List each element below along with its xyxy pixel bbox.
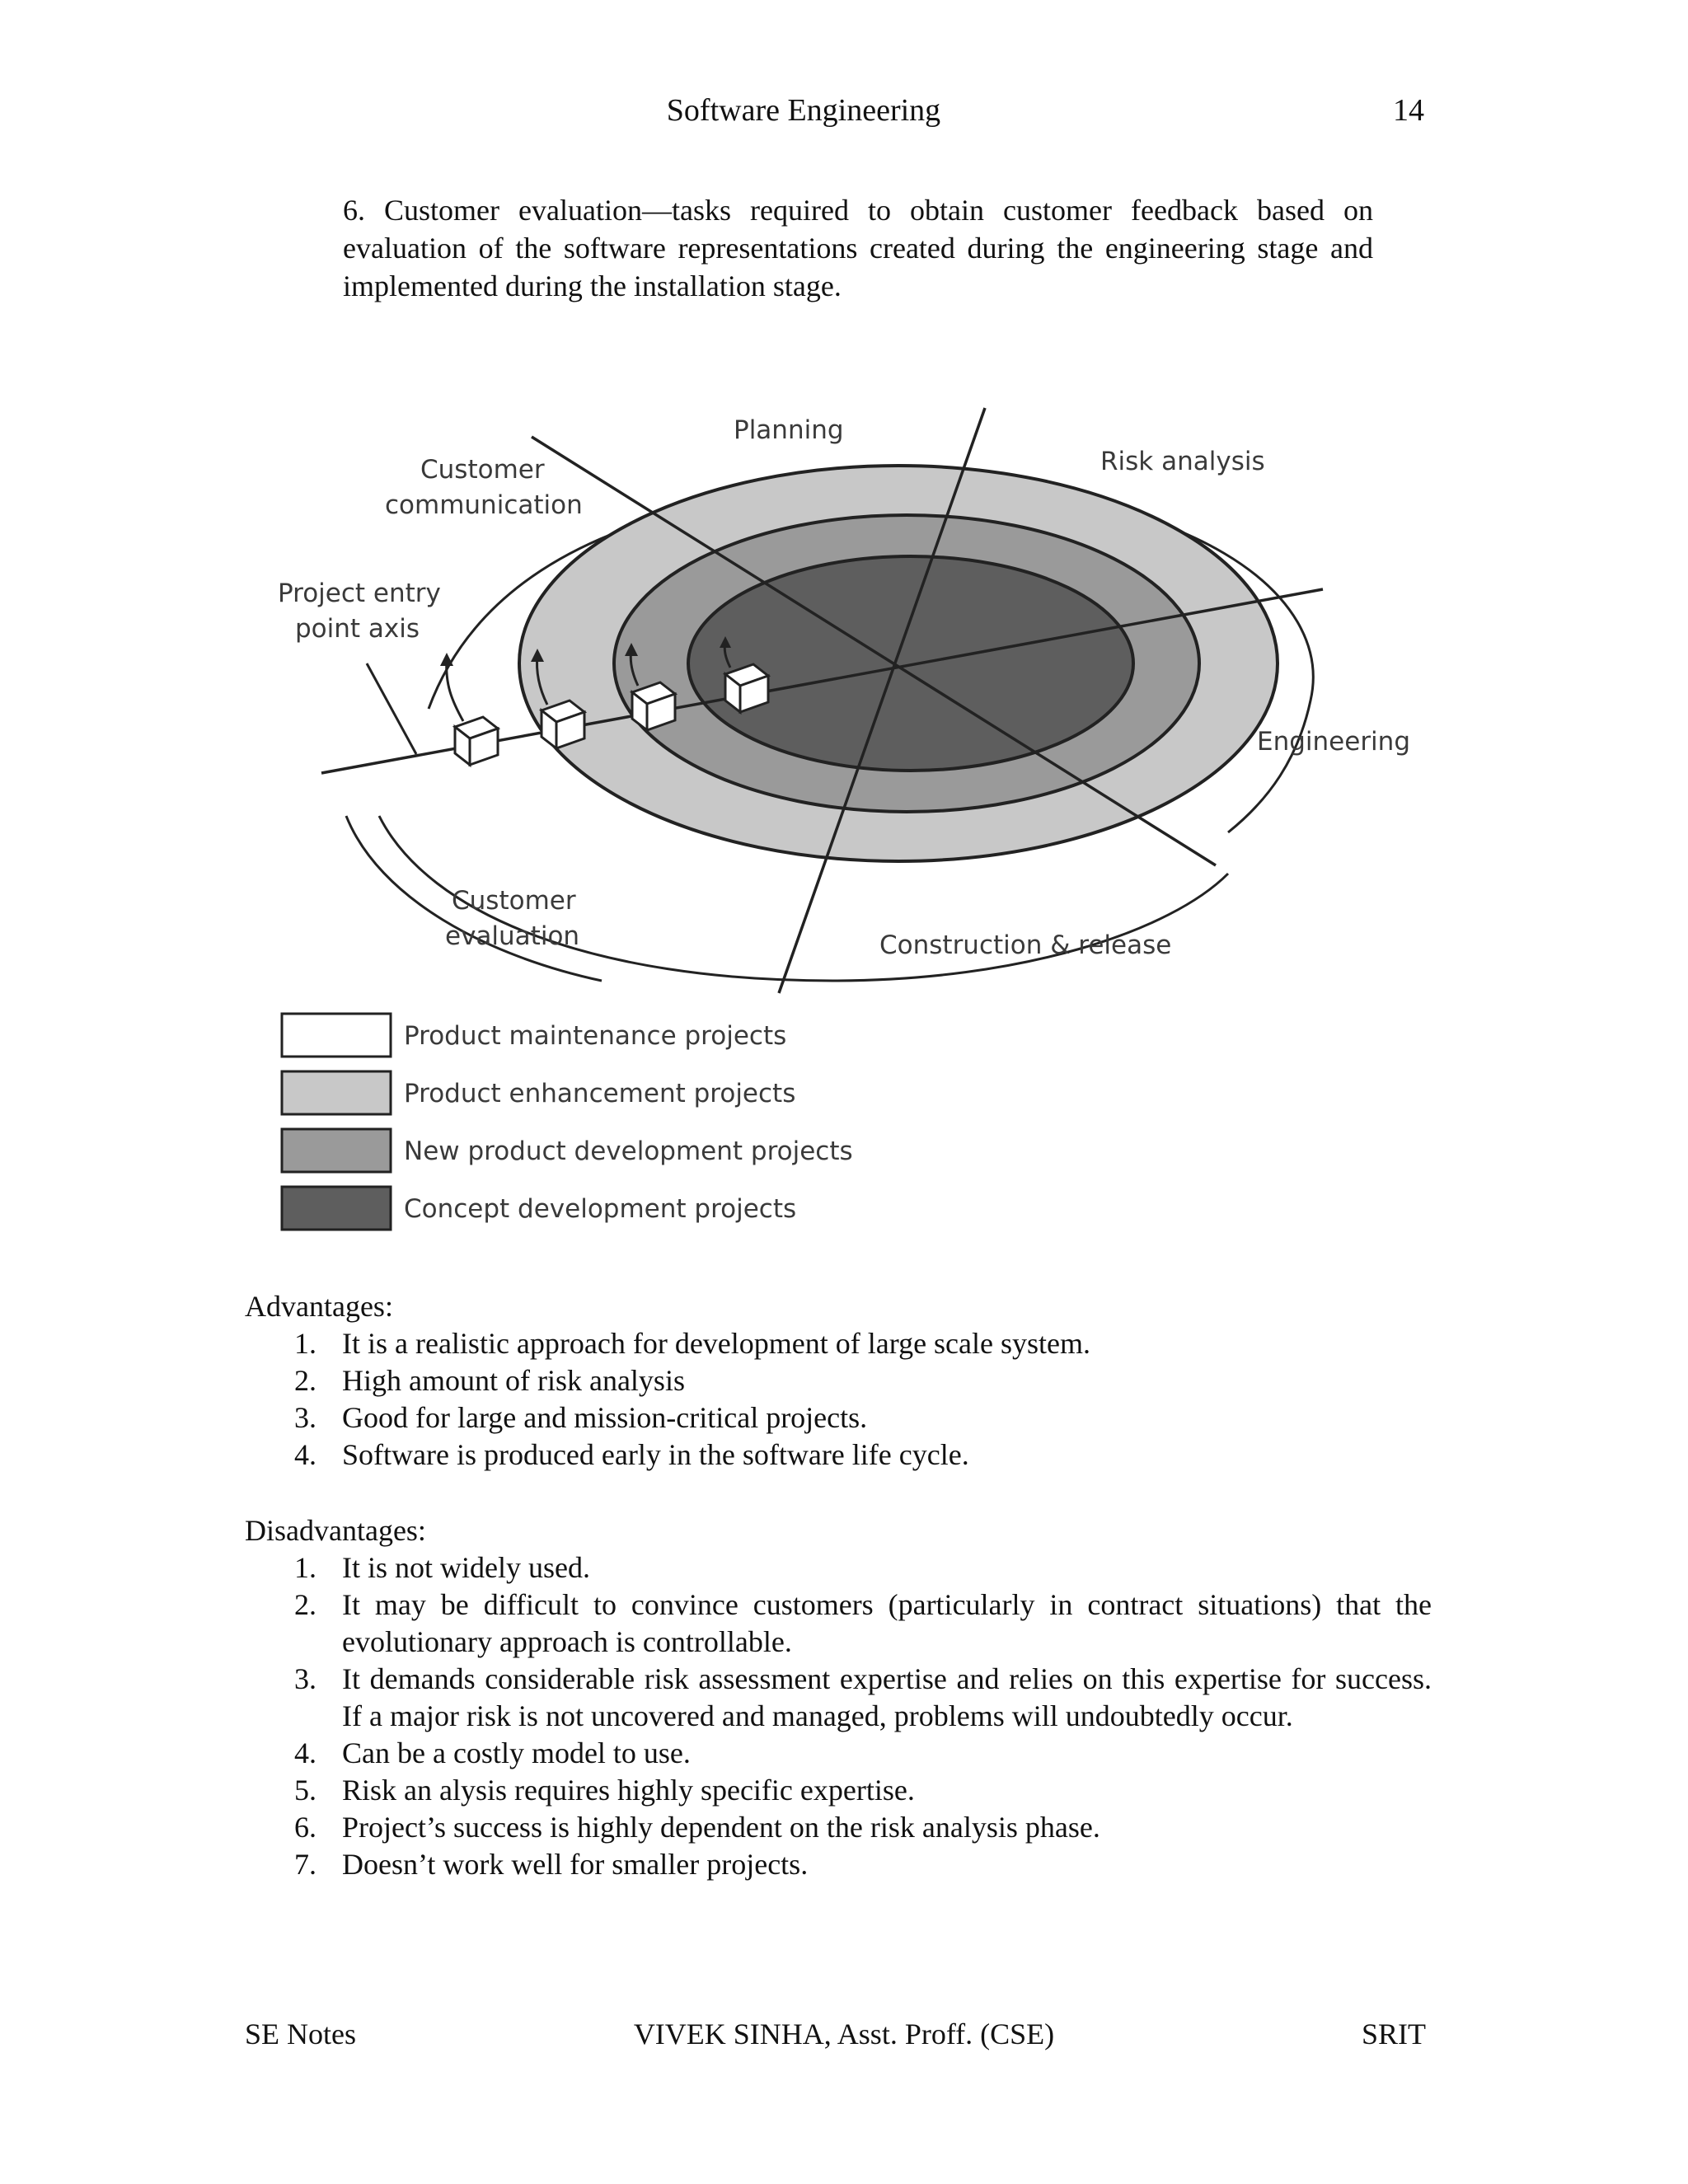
label-project-entry-2: point axis	[295, 614, 420, 644]
label-project-entry-1: Project entry	[278, 579, 441, 608]
item-text: Project’s success is highly dependent on…	[342, 1811, 1100, 1844]
cube-3	[632, 682, 675, 730]
legend: Product maintenance projects Product enh…	[282, 1014, 853, 1230]
intro-paragraph: 6. Customer evaluation—tasks required to…	[343, 191, 1373, 305]
item-text: Doesn’t work well for smaller projects.	[342, 1848, 808, 1881]
disadvantages-heading: Disadvantages:	[245, 1511, 1432, 1549]
advantages-section: Advantages: 1.It is a realistic approach…	[245, 1287, 1432, 1474]
item-number: 4.	[294, 1735, 335, 1772]
advantages-heading: Advantages:	[245, 1287, 1432, 1325]
item-number: 3.	[294, 1661, 335, 1698]
footer-author: VIVEK SINHA, Asst. Proff. (CSE)	[0, 2017, 1688, 2051]
item-number: 1.	[294, 1549, 335, 1586]
legend-swatch-concept	[282, 1187, 391, 1230]
list-item: 3.Good for large and mission-critical pr…	[245, 1399, 1432, 1436]
list-item: 2.It may be difficult to convince custom…	[245, 1586, 1432, 1661]
header-title: Software Engineering	[0, 92, 1607, 129]
label-risk-analysis: Risk analysis	[1100, 447, 1265, 476]
item-text: It demands considerable risk assessment …	[342, 1662, 1432, 1732]
item-number: 2.	[294, 1586, 335, 1624]
label-customer-communication-1: Customer	[420, 455, 545, 485]
item-text: Risk an alysis requires highly specific …	[342, 1774, 915, 1807]
item-number: 4.	[294, 1436, 335, 1474]
list-item: 2.High amount of risk analysis	[245, 1362, 1432, 1399]
page-header: Software Engineering 14	[0, 92, 1688, 142]
cube-2	[542, 701, 584, 748]
legend-swatch-maintenance	[282, 1014, 391, 1057]
legend-label-enhancement: Product enhancement projects	[404, 1079, 795, 1108]
cube-4	[725, 664, 768, 712]
label-customer-evaluation-1: Customer	[452, 886, 576, 916]
page-number: 14	[1393, 92, 1424, 129]
spiral-model-diagram: Planning Risk analysis Customer communic…	[239, 387, 1459, 1261]
spiral-model-figure: Planning Risk analysis Customer communic…	[239, 387, 1459, 1261]
label-engineering: Engineering	[1257, 727, 1410, 757]
disadvantages-list: 1.It is not widely used. 2.It may be dif…	[245, 1549, 1432, 1883]
list-item: 1.It is not widely used.	[245, 1549, 1432, 1586]
legend-swatch-new-product	[282, 1129, 391, 1172]
legend-label-new-product: New product development projects	[404, 1137, 853, 1166]
footer-right: SRIT	[1362, 2017, 1426, 2051]
item-number: 5.	[294, 1772, 335, 1809]
item-text: It is not widely used.	[342, 1551, 590, 1584]
item-text: Software is produced early in the softwa…	[342, 1438, 969, 1471]
disadvantages-section: Disadvantages: 1.It is not widely used. …	[245, 1511, 1432, 1883]
item-text: Can be a costly model to use.	[342, 1736, 691, 1769]
label-planning: Planning	[734, 415, 844, 445]
item-text: High amount of risk analysis	[342, 1364, 685, 1397]
item-number: 2.	[294, 1362, 335, 1399]
item-text: Good for large and mission-critical proj…	[342, 1401, 867, 1434]
item-number: 7.	[294, 1846, 335, 1883]
list-item: 1.It is a realistic approach for develop…	[245, 1325, 1432, 1362]
item-text: It may be difficult to convince customer…	[342, 1588, 1432, 1658]
legend-label-concept: Concept development projects	[404, 1194, 796, 1224]
cube-1	[455, 717, 498, 765]
list-item: 4.Can be a costly model to use.	[245, 1735, 1432, 1772]
project-entry-axis	[367, 663, 416, 754]
advantages-list: 1.It is a realistic approach for develop…	[245, 1325, 1432, 1474]
label-customer-evaluation-2: evaluation	[445, 921, 579, 951]
item-number: 3.	[294, 1399, 335, 1436]
legend-label-maintenance: Product maintenance projects	[404, 1021, 786, 1051]
list-item: 6.Project’s success is highly dependent …	[245, 1809, 1432, 1846]
list-item: 7.Doesn’t work well for smaller projects…	[245, 1846, 1432, 1883]
item-text: It is a realistic approach for developme…	[342, 1327, 1090, 1360]
list-item: 4.Software is produced early in the soft…	[245, 1436, 1432, 1474]
label-customer-communication-2: communication	[385, 490, 583, 520]
item-number: 6.	[294, 1809, 335, 1846]
list-item: 3.It demands considerable risk assessmen…	[245, 1661, 1432, 1735]
item-number: 1.	[294, 1325, 335, 1362]
legend-swatch-enhancement	[282, 1071, 391, 1114]
label-construction-release: Construction & release	[879, 930, 1171, 960]
list-item: 5.Risk an alysis requires highly specifi…	[245, 1772, 1432, 1809]
